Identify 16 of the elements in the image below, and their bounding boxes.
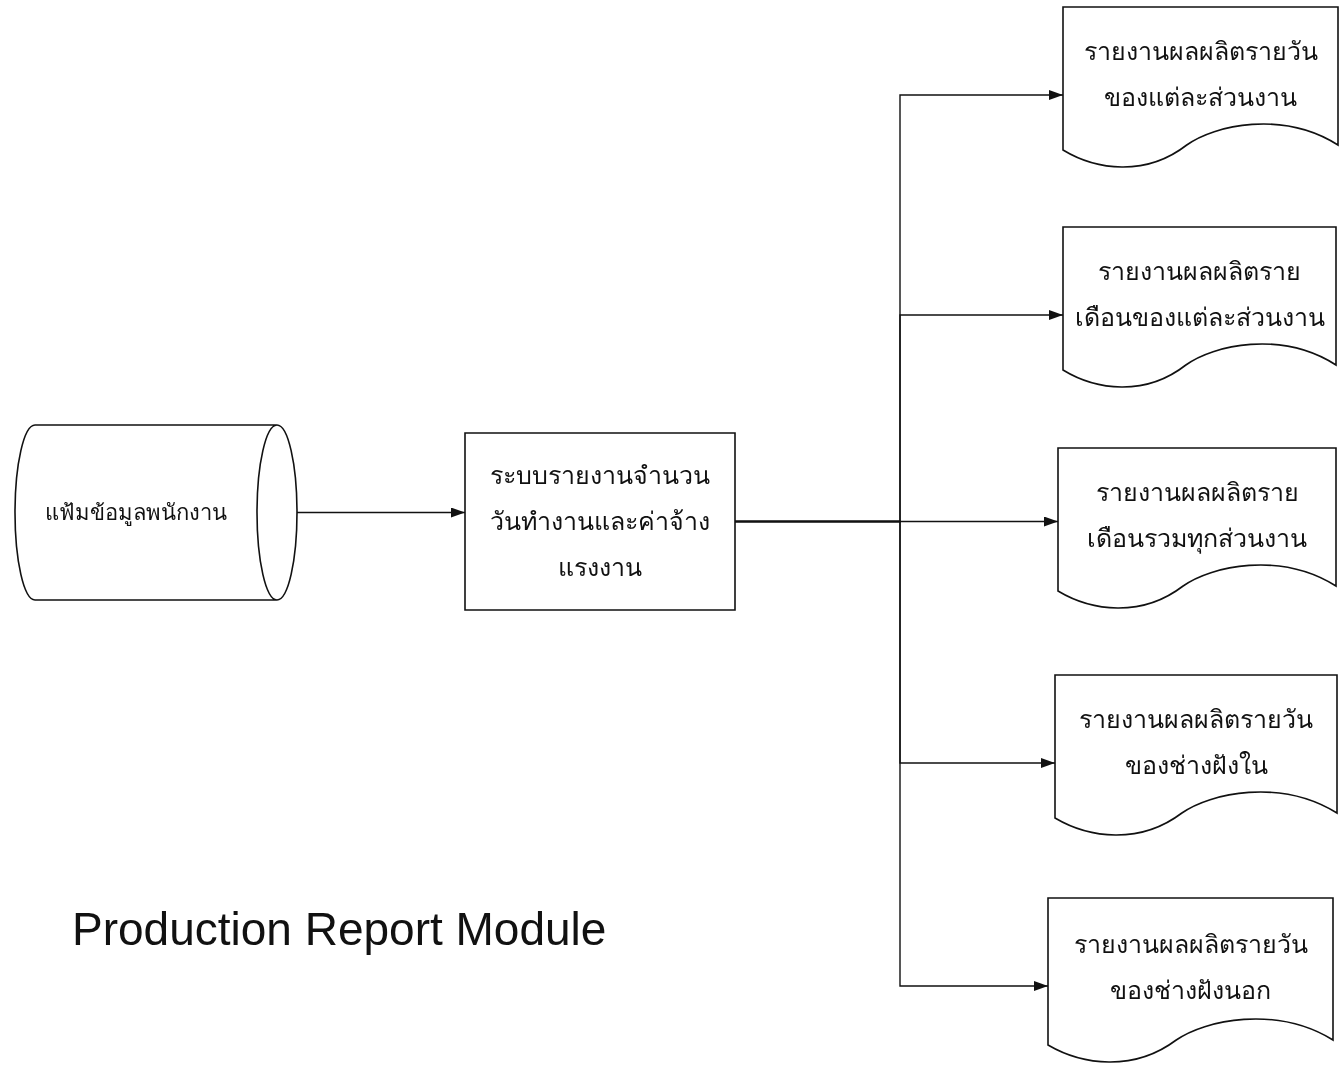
process-box (465, 433, 735, 610)
node-label: รายงานผลผลิตรายวันของช่างฝังนอก (1072, 929, 1309, 1007)
diagram-title: Production Report Module (72, 902, 607, 956)
report-document (1055, 675, 1337, 833)
node-label: รายงานผลผลิตรายเดือนรวมทุกส่วนงาน (1086, 477, 1308, 556)
report-document (1058, 448, 1336, 606)
node-label: ระบบรายงานจำนวนวันทำงานและค่าจ้างแรงงาน (489, 459, 711, 584)
node-label: รายงานผลผลิตรายเดือนของแต่ละส่วนงาน (1073, 256, 1326, 334)
report-document (1063, 227, 1336, 385)
data-file-cylinder (15, 425, 297, 600)
node-label: รายงานผลผลิตรายวันของแต่ละส่วนงาน (1082, 36, 1319, 114)
report-document (1063, 7, 1338, 165)
report-document (1048, 898, 1333, 1060)
node-label: รายงานผลผลิตรายวันของช่างฝังใน (1078, 704, 1314, 782)
node-label: แฟ้มข้อมูลพนักงาน (45, 498, 227, 528)
arrow (296, 507, 466, 518)
